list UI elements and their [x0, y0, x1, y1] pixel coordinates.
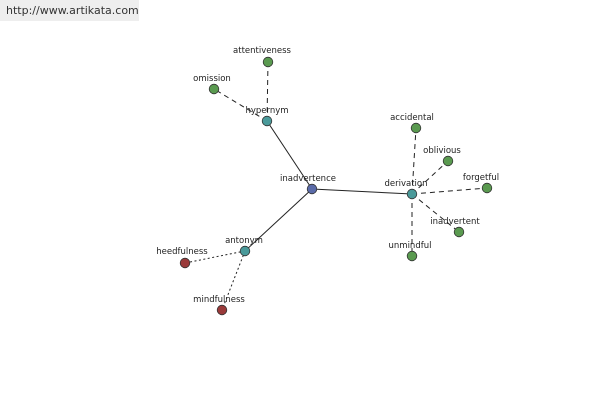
edge-hypernym-attentiveness: [266, 61, 269, 122]
node-attentiveness[interactable]: [262, 56, 274, 68]
edge-antonym-mindfulness: [221, 250, 246, 311]
label-oblivious[interactable]: oblivious: [423, 146, 461, 156]
label-inadvertent[interactable]: inadvertent: [430, 217, 480, 227]
label-mindfulness[interactable]: mindfulness: [193, 295, 245, 305]
node-mindfulness[interactable]: [216, 304, 228, 316]
edge-derivation-inadvertent: [411, 193, 460, 233]
edge-antonym-heedfulness: [184, 250, 246, 264]
node-unmindful[interactable]: [406, 250, 418, 262]
label-layer: inadvertence hypernym derivation antonym att…: [156, 46, 499, 305]
node-accidental[interactable]: [410, 122, 422, 134]
edge-derivation-accidental: [411, 127, 417, 195]
node-hypernym[interactable]: [261, 115, 273, 127]
label-hypernym[interactable]: hypernym: [245, 106, 288, 116]
label-derivation[interactable]: derivation: [384, 179, 427, 189]
node-inadvertence[interactable]: [306, 183, 318, 195]
label-accidental[interactable]: accidental: [390, 113, 434, 123]
node-antonym[interactable]: [239, 245, 251, 257]
node-heedfulness[interactable]: [179, 257, 191, 269]
edge-layer: [184, 61, 488, 311]
label-heedfulness[interactable]: heedfulness: [156, 247, 208, 257]
edge-inadvertence-hypernym: [266, 120, 313, 190]
url-banner: http://www.artikata.com: [0, 0, 139, 21]
edge-derivation-forgetful: [411, 187, 488, 195]
label-inadvertence[interactable]: inadvertence: [280, 174, 336, 184]
label-unmindful[interactable]: unmindful: [389, 241, 432, 251]
label-omission[interactable]: omission: [193, 74, 231, 84]
node-inadvertent[interactable]: [453, 226, 465, 238]
label-forgetful[interactable]: forgetful: [463, 173, 499, 183]
node-layer: [179, 56, 493, 316]
node-oblivious[interactable]: [442, 155, 454, 167]
node-forgetful[interactable]: [481, 182, 493, 194]
site-url-link[interactable]: http://www.artikata.com: [6, 4, 139, 17]
edge-hypernym-omission: [213, 88, 268, 122]
label-antonym[interactable]: antonym: [225, 236, 263, 246]
node-derivation[interactable]: [406, 188, 418, 200]
node-omission[interactable]: [208, 83, 220, 95]
edge-inadvertence-antonym: [244, 188, 313, 252]
label-attentiveness[interactable]: attentiveness: [233, 46, 291, 56]
edge-derivation-oblivious: [411, 160, 449, 195]
edge-inadvertence-derivation: [311, 188, 413, 195]
